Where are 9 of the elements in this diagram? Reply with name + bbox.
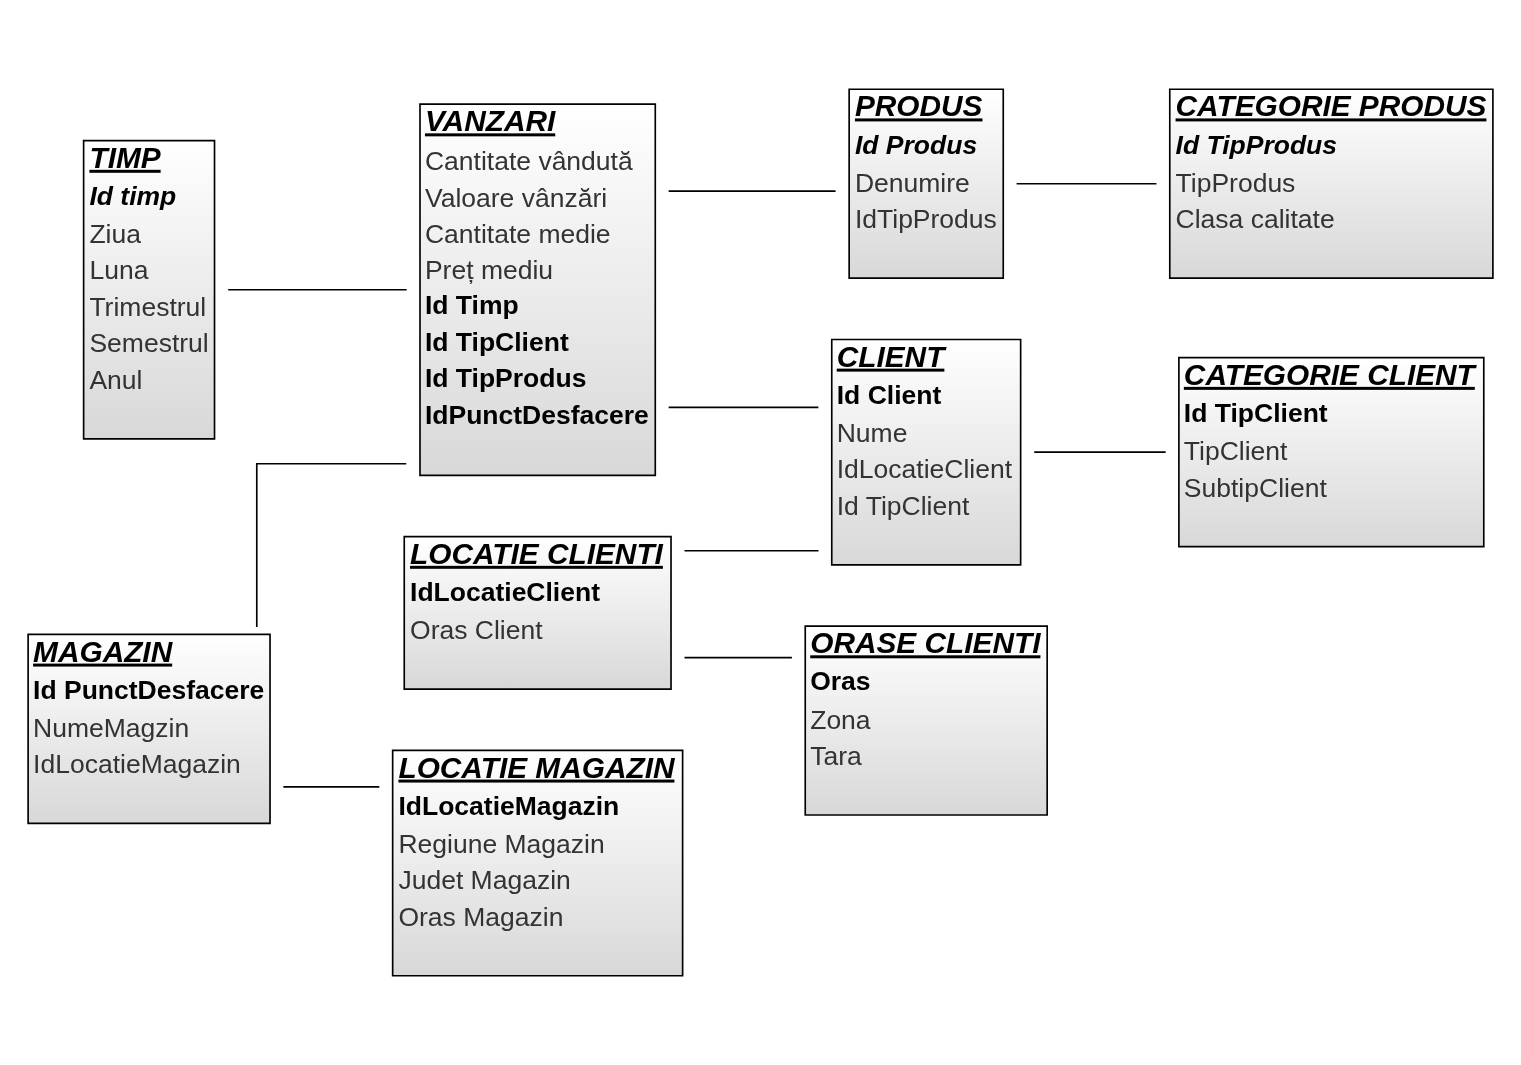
connector [227,288,408,291]
connector [683,656,793,659]
connector [1015,182,1158,185]
connector [667,406,820,409]
connector [1033,451,1167,453]
connector [667,190,837,192]
connector [683,549,820,552]
connector [282,786,381,788]
connector [255,462,408,628]
